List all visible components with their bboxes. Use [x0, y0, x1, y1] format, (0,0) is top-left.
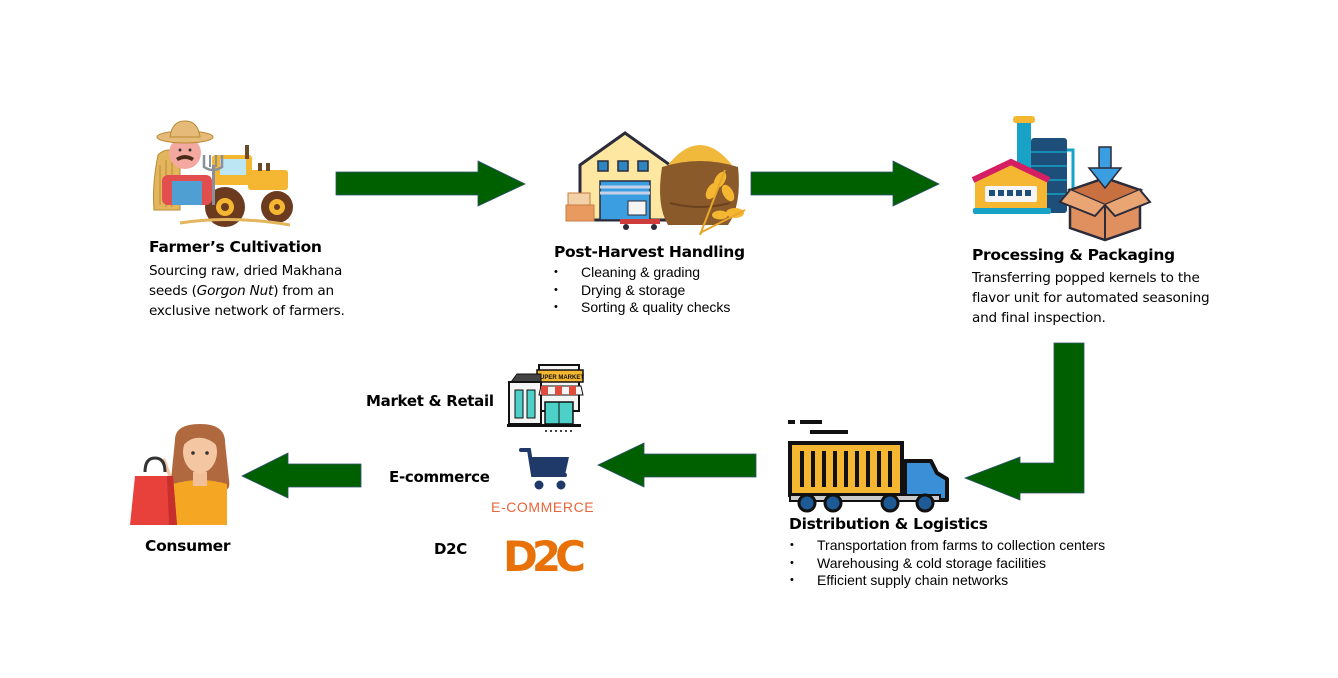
bullet-item: Drying & storage — [554, 282, 730, 300]
ecommerce-logo-text: E-COMMERCE — [491, 499, 595, 515]
factory-packaging-icon — [971, 116, 1152, 242]
stage-bullet-list: Cleaning & grading Drying & storage Sort… — [554, 264, 730, 317]
shopper-woman-icon — [130, 424, 230, 525]
shopping-cart-icon — [519, 448, 569, 490]
warehouse-grain-sack-icon — [565, 131, 746, 236]
stage-title: Processing & Packaging — [972, 246, 1175, 264]
stage-bullet-list: Transportation from farms to collection … — [790, 537, 1105, 590]
desc-italic-text: Gorgon Nut — [196, 283, 274, 299]
d2c-logo-icon: D2C — [503, 532, 590, 581]
bullet-item: Sorting & quality checks — [554, 299, 730, 317]
stage-title: Farmer’s Cultivation — [149, 238, 322, 256]
supermarket-icon: SUPER MARKET — [507, 364, 584, 432]
channel-label-market-retail: Market & Retail — [366, 392, 494, 410]
d2c-logo-text: D2C — [503, 532, 584, 581]
desc-text: ) from an exclusive network of farmers. — [149, 283, 345, 319]
desc-text: Sourcing raw, dried Makhana seeds ( — [149, 263, 343, 299]
stage-description: Sourcing raw, dried Makhana seeds (Gorgo… — [149, 261, 369, 321]
bullet-item: Warehousing & cold storage facilities — [790, 555, 1105, 573]
bullet-item: Efficient supply chain networks — [790, 572, 1105, 590]
bullet-item: Transportation from farms to collection … — [790, 537, 1105, 555]
stage-description: Transferring popped kernels to the flavo… — [972, 270, 1210, 326]
stage-title: Distribution & Logistics — [789, 515, 988, 533]
container-truck-icon — [788, 420, 949, 513]
channel-label-d2c: D2C — [434, 540, 467, 558]
stage-title: Consumer — [145, 537, 231, 555]
stage-title: Post-Harvest Handling — [554, 243, 745, 261]
supermarket-sign-text: SUPER MARKET — [536, 375, 584, 381]
channel-label-ecommerce: E-commerce — [389, 468, 490, 486]
bullet-item: Cleaning & grading — [554, 264, 730, 282]
farmer-tractor-icon — [153, 120, 293, 227]
